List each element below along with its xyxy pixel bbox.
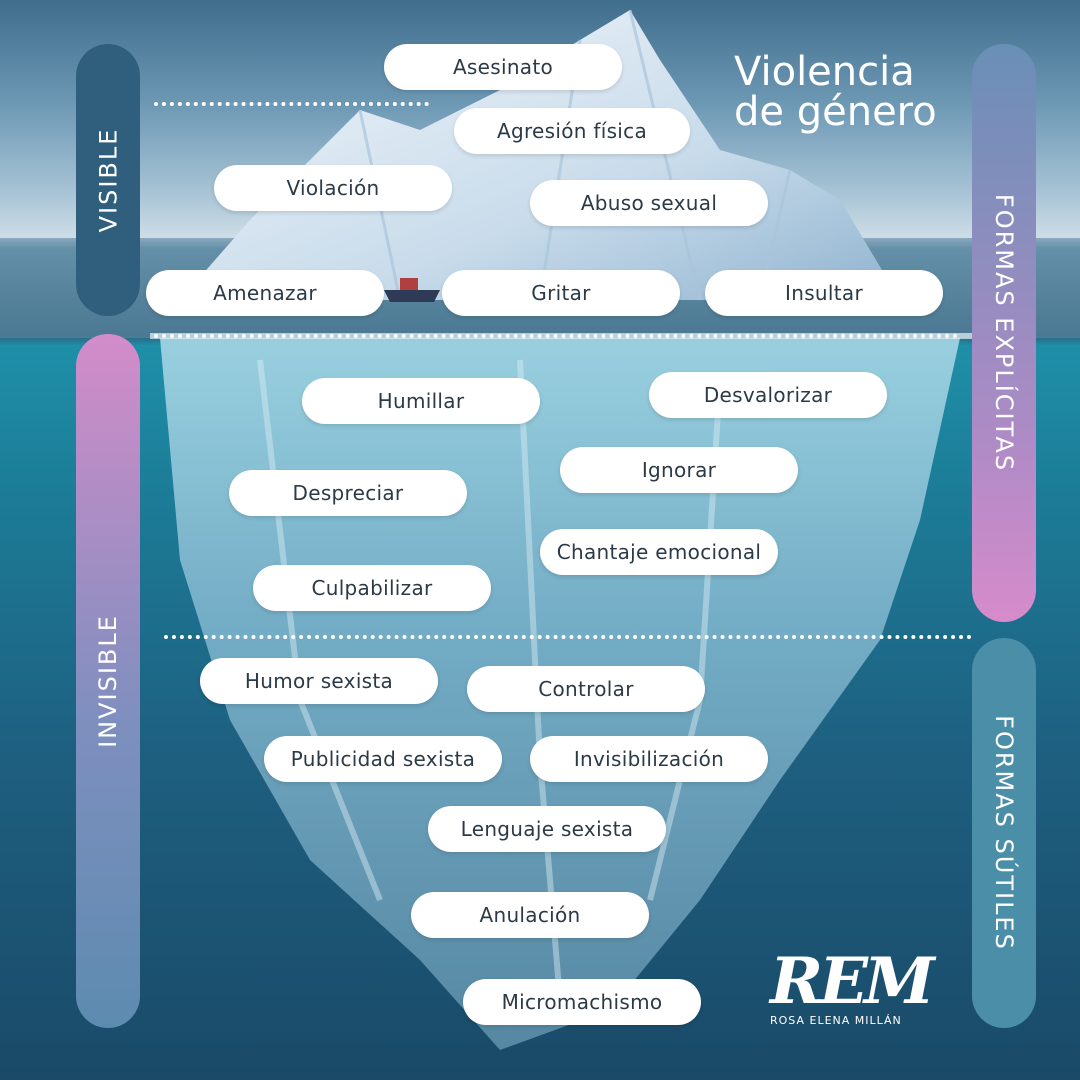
label-controlar: Controlar [467, 666, 705, 712]
title-line-1: Violencia [734, 49, 915, 95]
label-invisibilizacion: Invisibilización [530, 736, 768, 782]
iceberg-peak [180, 10, 900, 300]
label-chantaje-emocional: Chantaje emocional [540, 529, 778, 575]
forms-divider-line [164, 635, 972, 639]
label-ignorar: Ignorar [560, 447, 798, 493]
label-agresion-fisica: Agresión física [454, 108, 690, 154]
visible-divider-line [154, 102, 429, 106]
label-culpabilizar: Culpabilizar [253, 565, 491, 611]
label-publicidad-sexista: Publicidad sexista [264, 736, 502, 782]
sidebar-formas-sutiles: FORMAS SÚTILES [972, 638, 1036, 1028]
label-asesinato: Asesinato [384, 44, 622, 90]
label-insultar: Insultar [705, 270, 943, 316]
label-humor-sexista: Humor sexista [200, 658, 438, 704]
waterline-divider-line [154, 334, 958, 338]
page-title: Violencia de género [734, 52, 937, 132]
title-line-2: de género [734, 89, 937, 135]
label-micromachismo: Micromachismo [463, 979, 701, 1025]
label-humillar: Humillar [302, 378, 540, 424]
label-anulacion: Anulación [411, 892, 649, 938]
label-lenguaje-sexista: Lenguaje sexista [428, 806, 666, 852]
sidebar-formas-sutiles-label: FORMAS SÚTILES [990, 715, 1019, 951]
sidebar-formas-explicitas-label: FORMAS EXPLÍCITAS [990, 193, 1019, 473]
sidebar-visible: VISIBLE [76, 44, 140, 316]
label-desvalorizar: Desvalorizar [649, 372, 887, 418]
sidebar-formas-explicitas: FORMAS EXPLÍCITAS [972, 44, 1036, 622]
ship-cabin [400, 278, 418, 290]
brand-logo: REM ROSA ELENA MILLÁN [770, 944, 935, 1030]
sidebar-invisible: INVISIBLE [76, 334, 140, 1028]
brand-logo-mark: REM [770, 944, 935, 1019]
sidebar-visible-label: VISIBLE [94, 127, 122, 233]
sidebar-invisible-label: INVISIBLE [94, 614, 122, 748]
ship-icon [384, 290, 440, 302]
label-despreciar: Despreciar [229, 470, 467, 516]
label-violacion: Violación [214, 165, 452, 211]
brand-logo-name: ROSA ELENA MILLÁN [770, 1014, 902, 1027]
label-gritar: Gritar [442, 270, 680, 316]
label-amenazar: Amenazar [146, 270, 384, 316]
label-abuso-sexual: Abuso sexual [530, 180, 768, 226]
